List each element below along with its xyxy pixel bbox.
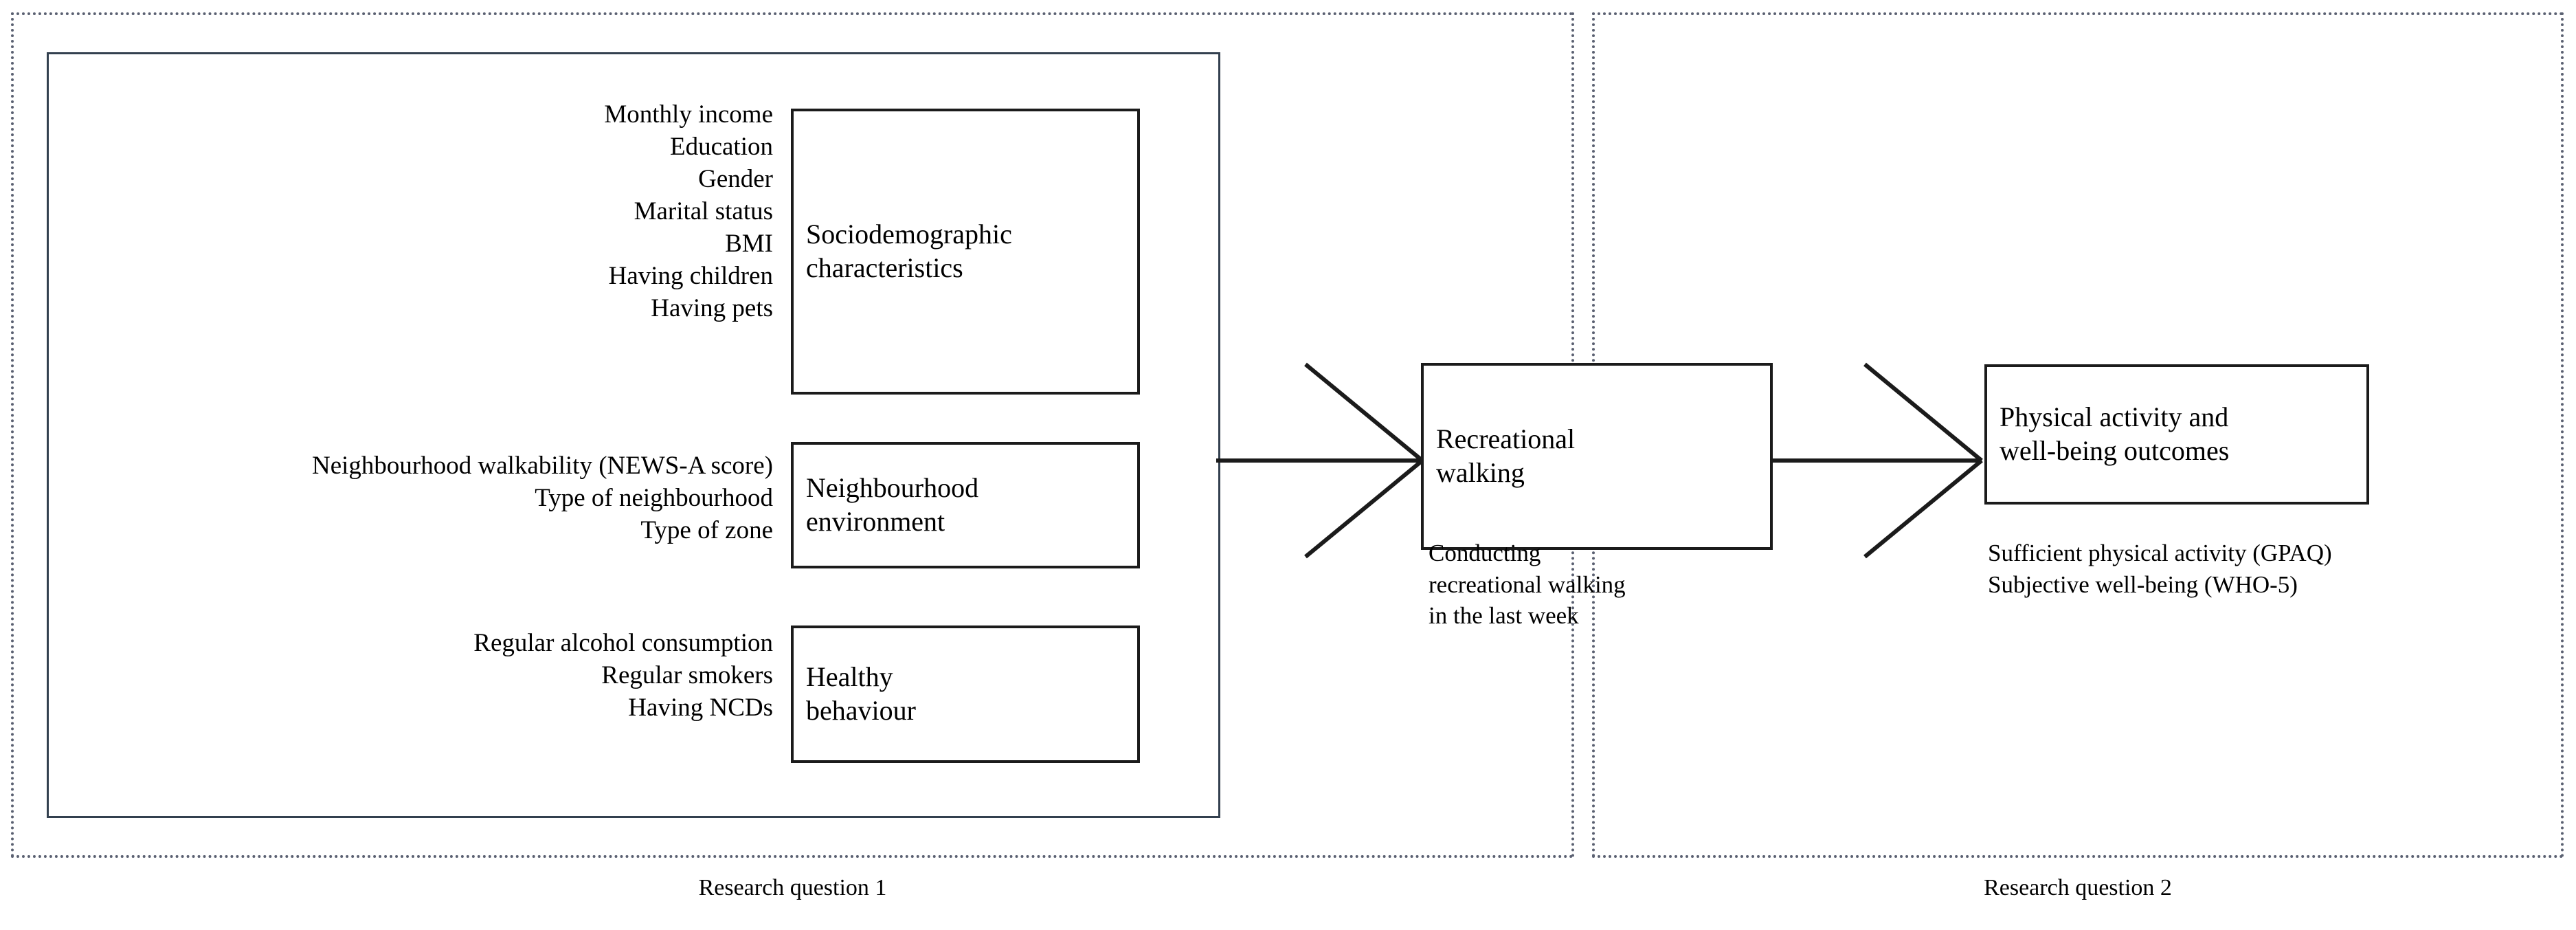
list-item: Monthly income — [604, 100, 773, 129]
arrow-recreational-walking-to-outcomes — [1771, 362, 1983, 559]
list-item: Regular alcohol consumption — [473, 629, 773, 657]
box-label-line-2: environment — [806, 506, 945, 537]
box-label-line-1: Neighbourhood — [806, 472, 979, 504]
recreational-walking-note: Conducting recreational walking in the l… — [1429, 538, 1626, 632]
healthy-behaviour-box: Healthy behaviour — [791, 625, 1140, 763]
note-line: Conducting — [1429, 540, 1541, 566]
box-label-line-1: Sociodemographic — [806, 219, 1012, 250]
research-question-2-caption: Research question 2 — [1984, 875, 2172, 900]
box-label: Sociodemographic characteristics — [794, 218, 1019, 285]
list-item: Education — [669, 132, 773, 161]
outcomes-box: Physical activity and well-being outcome… — [1984, 364, 2369, 505]
box-label-line-2: well-being outcomes — [2000, 435, 2230, 466]
recreational-walking-box: Recreational walking — [1421, 363, 1773, 550]
list-item: Type of neighbourhood — [535, 483, 773, 512]
list-item: BMI — [725, 229, 773, 258]
outcomes-note: Sufficient physical activity (GPAQ) Subj… — [1988, 538, 2332, 600]
box-label-line-2: behaviour — [806, 695, 916, 726]
box-label-line-1: Recreational — [1436, 423, 1576, 455]
list-item: Regular smokers — [601, 661, 773, 689]
box-label: Healthy behaviour — [794, 661, 923, 728]
research-question-1-caption: Research question 1 — [698, 875, 887, 900]
box-label-line-1: Physical activity and — [2000, 401, 2229, 433]
box-label: Neighbourhood environment — [794, 472, 985, 539]
healthy-behaviour-variable-list: Regular alcohol consumption Regular smok… — [82, 628, 773, 724]
note-line: recreational walking — [1429, 571, 1626, 598]
note-line: in the last week — [1429, 602, 1579, 629]
list-item: Neighbourhood walkability (NEWS-A score) — [312, 452, 773, 480]
list-item: Having NCDs — [628, 693, 773, 722]
arrow-exposures-to-recreational-walking — [1216, 362, 1424, 559]
box-label: Physical activity and well-being outcome… — [1987, 401, 2236, 468]
box-label: Recreational walking — [1424, 423, 1582, 490]
list-item: Gender — [698, 164, 773, 193]
note-line: Sufficient physical activity (GPAQ) — [1988, 540, 2332, 566]
box-label-line-2: walking — [1436, 457, 1525, 488]
list-item: Marital status — [634, 197, 773, 225]
list-item: Type of zone — [640, 516, 773, 544]
sociodemographic-characteristics-box: Sociodemographic characteristics — [791, 109, 1140, 395]
box-label-line-1: Healthy — [806, 661, 893, 693]
note-line: Subjective well-being (WHO-5) — [1988, 571, 2298, 598]
neighbourhood-variable-list: Neighbourhood walkability (NEWS-A score)… — [82, 450, 773, 547]
box-label-line-2: characteristics — [806, 252, 963, 283]
neighbourhood-environment-box: Neighbourhood environment — [791, 442, 1140, 568]
sociodemographic-variable-list: Monthly income Education Gender Marital … — [82, 99, 773, 325]
list-item: Having children — [608, 261, 773, 290]
list-item: Having pets — [651, 294, 773, 322]
